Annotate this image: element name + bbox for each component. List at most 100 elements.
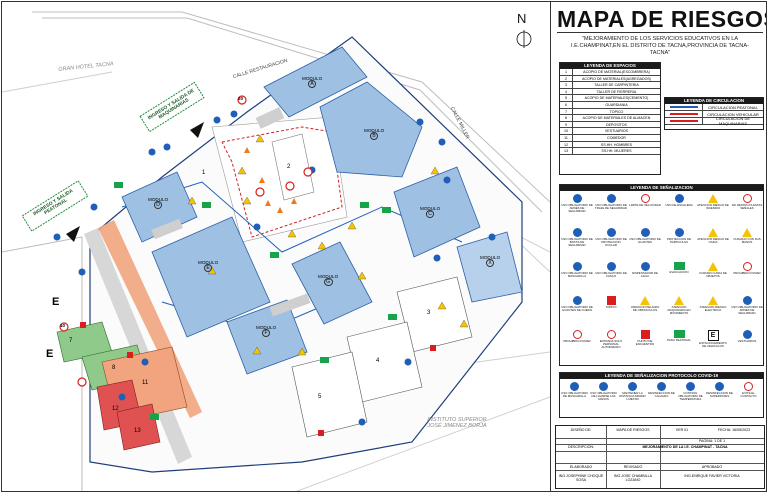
prohibition-sign-icon <box>640 194 650 203</box>
prohibition-sign-icon <box>742 262 752 271</box>
module-e <box>151 216 271 338</box>
zone-label-7: 7 <box>69 338 73 344</box>
spaces-legend-label: TOPICO <box>609 109 624 114</box>
covid-legend-label: DESINFECCION DE CALZADO <box>648 391 675 399</box>
circulation-legend-header: LEYENDA DE CIRCULACION <box>665 98 763 104</box>
north-label: N <box>517 11 527 26</box>
signage-legend-label: NO DESTRUYA ESTAS SEÑALES <box>731 203 763 211</box>
mandatory-sign-icon <box>674 194 684 203</box>
spaces-legend-number: 6 <box>560 101 573 108</box>
mandatory-sign-icon <box>742 296 752 305</box>
module-f <box>226 299 308 375</box>
signage-legend-item: ATENCION RIESGO ELECTRICO <box>697 296 729 312</box>
spaces-legend-row: 11 COMEDOR <box>560 134 660 142</box>
warning-sign-icon <box>708 262 718 271</box>
title-block-elaborado-label: ELABORADO <box>569 465 593 469</box>
signage-legend-item: ATENCION RIESGO DE CAIDA <box>697 228 729 244</box>
title-block-design-label: DISEÑO DE: <box>570 428 592 432</box>
mandatory-sign-icon <box>742 330 752 339</box>
title-block-description: MEJORAMIENTO DE LA I.E. CHAMPINAT - TACN… <box>642 445 728 449</box>
covid-legend-header: LEYENDA DE SEÑALIZACION PROTOCOLO COVID-… <box>560 373 763 379</box>
signage-legend-item: USO OBLIGATORIO DE TRAJE DE SEGURIDAD <box>595 194 627 210</box>
spaces-legend-number: 12 <box>560 141 573 148</box>
signage-legend-label: ENTRADA SOLO PERSONAL AUTORIZADO <box>599 339 623 350</box>
circulation-legend-row: CIRCULACION DE MAQUINARIAS <box>665 116 763 126</box>
signage-legend-item: USO OBLIGATORIO DE ARNES DE SEGURIDAD <box>731 296 763 316</box>
covid-legend-item: DESINFECCION DE CALZADO <box>648 382 675 398</box>
zone-label-1: 1 <box>202 170 206 176</box>
title-block-aprobado-label: APROBADO <box>701 465 723 469</box>
mandatory-sign-icon <box>572 194 582 203</box>
signage-legend-item: ENTRADA SOLO PERSONAL AUTORIZADO <box>595 330 627 350</box>
spaces-legend-label: COMEDOR <box>607 135 626 140</box>
mandatory-sign-icon <box>572 228 582 237</box>
covid-legend-label: MANTENER LA DISTANCIA MINIMO 1 METRO <box>619 391 646 402</box>
covid-legend-label: USO OBLIGATORIO DE MASCARILLA <box>561 391 588 399</box>
signage-legend-label: USO OBLIGATORIO DE GUANTES DE CUERO <box>561 305 593 313</box>
signage-legend-label: USO OBLIGATORIO DE BOTAS DE SEGURIDAD <box>561 237 593 248</box>
signage-legend-item: PUNTO DE ENCUENTRO <box>629 330 661 346</box>
spaces-legend-number: 8 <box>560 115 573 121</box>
spaces-legend-number: 5 <box>560 95 573 101</box>
spaces-legend-label: ACOPIO DE MATERIALES DE ALMACEN <box>582 116 651 121</box>
zone-label-11: 11 <box>142 380 149 386</box>
signage-legend: LEYENDA DE SEÑALIZACION USO OBLIGATORIO … <box>559 184 764 366</box>
covid-legend: LEYENDA DE SEÑALIZACION PROTOCOLO COVID-… <box>559 372 764 418</box>
module-a <box>263 46 368 118</box>
spaces-legend-label: ACOPIO DE MATERIALES(CEMENTO) <box>584 96 649 101</box>
zone-label-2: 2 <box>287 164 291 170</box>
zone-label-4: 4 <box>376 358 380 364</box>
prohibition-sign-icon <box>572 330 582 339</box>
title-block-page: PAGINA: 1 DE 1 <box>698 439 726 443</box>
signage-legend-label: PROHIBIDO FUMAR <box>563 339 591 343</box>
signage-legend-item: USO OBLIGATORIO DE BOTAS DE SEGURIDAD <box>561 228 593 248</box>
covid-legend-label: EVITE EL CONTACTO <box>740 391 757 399</box>
circulation-legend-label: CIRCULACION VEHICULAR <box>707 111 759 117</box>
signage-legend-item: ATENCION MAQUINARIA EN MOVIMIENTO <box>663 296 695 316</box>
mandatory-sign-icon <box>606 262 616 271</box>
signage-legend-label: ESTACIONAMIENTO DE VEHICULOS <box>699 341 727 349</box>
circulation-legend-row: CIRCULACION VEHICULAR <box>665 110 763 118</box>
spaces-legend-number: 3 <box>560 82 573 88</box>
signage-legend-label: ATENCION RIESGO ELECTRICO <box>699 305 727 313</box>
evacuation-sign-icon <box>673 330 685 338</box>
signage-legend-item: PASO PEATONAL <box>663 330 695 342</box>
signage-legend-item: PROTECCION DE PARTICULAS <box>663 228 695 244</box>
spaces-legend-label: TALLER DE FIERRERIA <box>596 89 637 94</box>
parking-sign-icon: E <box>707 330 719 341</box>
signage-legend-label: CUIDADO CON SUS MANOS <box>733 237 761 245</box>
warning-sign-icon <box>708 296 718 305</box>
mandatory-sign-icon <box>599 382 608 391</box>
spaces-legend-number: 13 <box>560 148 573 154</box>
signage-legend-item: USO DE ESCALERA <box>663 194 695 207</box>
mandatory-sign-icon <box>640 262 650 271</box>
prohibition-sign-icon <box>606 330 616 339</box>
circulation-legend-row: CIRCULACION PEATONAL <box>665 103 763 111</box>
signage-legend-header: LEYENDA DE SEÑALIZACION <box>560 185 763 191</box>
signage-legend-label: USO OBLIGATORIO DE ARNES DE SEGURIDAD <box>731 305 763 316</box>
signage-legend-grid: USO OBLIGATORIO DE ARNES DE SEGURIDAD USO… <box>560 191 763 366</box>
signage-legend-item: LIMITE DE VELOCIDAD <box>629 194 661 207</box>
signage-legend-label: ATENCION MAQUINARIA EN MOVIMIENTO <box>667 305 691 316</box>
signage-legend-label: LIMITE DE VELOCIDAD <box>629 203 661 207</box>
zone-label-13: 13 <box>134 428 141 434</box>
spaces-legend-header: LEYENDA DE ESPACIOS <box>560 63 660 69</box>
signage-legend-item: CUIDADO CAIDA DE OBJETOS <box>697 262 729 278</box>
exit-sign-e: E <box>52 296 60 308</box>
spaces-legend-row: 5 ACOPIO DE MATERIALES(CEMENTO) <box>560 95 660 102</box>
covid-legend-item: MANTENER LA DISTANCIA MINIMO 1 METRO <box>619 382 646 402</box>
signage-legend-item: PROHIBIDO FUMAR <box>731 262 763 275</box>
title-block-revisado-label: REVISADO <box>623 465 643 469</box>
site-map: N CALLE RESTAURACION CALLE MILLER GRAN H… <box>2 2 551 491</box>
spaces-legend-number: 11 <box>560 134 573 141</box>
prohibition-sign-icon <box>744 382 753 391</box>
